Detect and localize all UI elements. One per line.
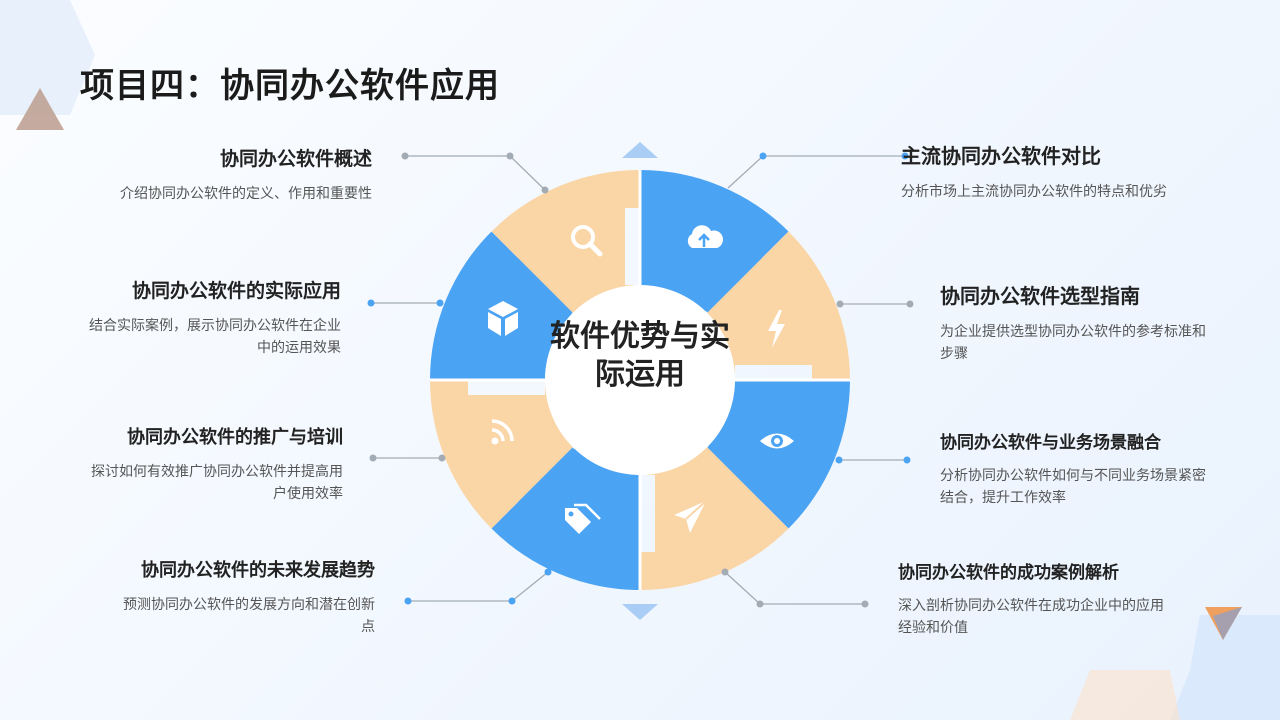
- segment-search[interactable]: [491, 169, 641, 313]
- decor-top-left: [0, 0, 95, 130]
- segment-flash[interactable]: [707, 231, 850, 381]
- item-desc: 结合实际案例，展示协同办公软件在企业中的运用效果: [89, 318, 341, 356]
- decor-bottom-right: [1070, 607, 1280, 720]
- arrow-up-icon: [622, 142, 658, 158]
- wheel-segments: [429, 169, 850, 590]
- page-title: 项目四：协同办公软件应用: [80, 66, 500, 106]
- item-title: 协同办公软件的实际应用: [131, 280, 341, 302]
- segment-send[interactable]: [640, 447, 789, 590]
- search-icon: [571, 225, 603, 257]
- item-overview: 协同办公软件概述 介绍协同办公软件的定义、作用和重要性: [72, 144, 372, 205]
- item-promotion: 协同办公软件的推广与培训 探讨如何有效推广协同办公软件并提高用户使用效率: [43, 423, 343, 505]
- item-title: 协同办公软件选型指南: [940, 284, 1140, 308]
- segment-rss[interactable]: [429, 380, 573, 529]
- center-circle: [545, 285, 735, 475]
- connector-dots: [367, 152, 914, 608]
- item-desc: 分析协同办公软件如何与不同业务场景紧密结合，提升工作效率: [940, 468, 1206, 506]
- item-business-fusion: 协同办公软件与业务场景融合 分析协同办公软件如何与不同业务场景紧密结合，提升工作…: [940, 428, 1240, 509]
- item-desc: 探讨如何有效推广协同办公软件并提高用户使用效率: [91, 464, 343, 502]
- eye-icon: [760, 433, 794, 449]
- cube-icon: [488, 301, 518, 336]
- item-title: 协同办公软件的成功案例解析: [898, 563, 1119, 583]
- item-success-cases: 协同办公软件的成功案例解析 深入剖析协同办公软件在成功企业中的应用经验和价值: [898, 558, 1198, 639]
- item-desc: 预测协同办公软件的发展方向和潜在创新点: [123, 597, 375, 635]
- send-icon: [674, 500, 707, 533]
- center-label: 软件优势与实际运用: [550, 319, 730, 392]
- item-desc: 分析市场上主流协同办公软件的特点和优劣: [901, 184, 1167, 200]
- item-future-trends: 协同办公软件的未来发展趋势 预测协同办公软件的发展方向和潜在创新点: [75, 556, 375, 638]
- upload-cloud-icon: [687, 225, 724, 248]
- item-title: 协同办公软件与业务场景融合: [940, 433, 1161, 453]
- item-selection-guide: 协同办公软件选型指南 为企业提供选型协同办公软件的参考标准和步骤: [940, 280, 1240, 365]
- tags-icon: [565, 503, 601, 534]
- item-title: 协同办公软件的未来发展趋势: [141, 560, 375, 581]
- item-title: 协同办公软件概述: [219, 148, 372, 170]
- item-desc: 介绍协同办公软件的定义、作用和重要性: [120, 186, 372, 202]
- item-desc: 深入剖析协同办公软件在成功企业中的应用经验和价值: [898, 598, 1164, 636]
- item-title: 主流协同办公软件对比: [901, 144, 1101, 168]
- rss-icon: [491, 419, 514, 445]
- arrow-down-icon: [622, 604, 658, 620]
- flash-icon: [768, 310, 785, 348]
- item-desc: 为企业提供选型协同办公软件的参考标准和步骤: [940, 324, 1206, 362]
- segment-upload[interactable]: [640, 170, 789, 327]
- item-title: 协同办公软件的推广与培训: [127, 427, 343, 448]
- item-comparison: 主流协同办公软件对比 分析市场上主流协同办公软件的特点和优劣: [901, 140, 1201, 203]
- item-practical-use: 协同办公软件的实际应用 结合实际案例，展示协同办公软件在企业中的运用效果: [41, 276, 341, 359]
